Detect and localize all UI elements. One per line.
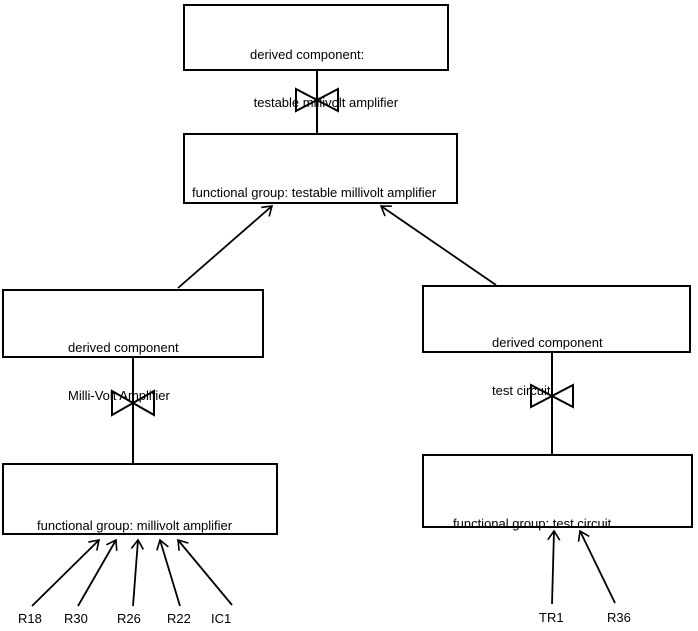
composition-bowtie-icon-top [295,87,339,113]
node-functional-group-testable-millivolt-amplifier: functional group: testable millivolt amp… [183,133,458,204]
component-label-ic1: IC1 [211,611,232,626]
node-label-line: functional group: test circuit [453,516,612,531]
component-label-tr1: TR1 [539,610,564,625]
node-derived-testable-millivolt-amplifier: derived component: testable millivolt am… [183,4,449,110]
component-label-r22: R22 [167,611,191,626]
node-label-line: derived component: [250,47,365,62]
component-label-r18: R18 [18,611,42,626]
arrow-r22-to-left-functional [156,538,181,607]
composition-bowtie-icon-right [530,383,574,409]
arrow-r18-to-left-functional [31,538,101,607]
node-label-line: derived component [68,340,179,355]
arrow-right-derived-to-top-functional [379,205,497,286]
node-label-line: functional group: testable millivolt amp… [192,185,437,200]
arrow-r30-to-left-functional [77,538,118,607]
node-functional-group-test-circuit: functional group: test circuit [422,454,693,531]
node-functional-group-millivolt-amplifier: functional group: millivolt amplifier [2,463,278,535]
node-derived-milli-volt-amplifier: derived component Milli-Volt Amplifier [2,289,264,403]
arrow-tr1-to-right-functional [547,529,561,605]
arrow-r26-to-left-functional [130,538,145,607]
component-label-r26: R26 [117,611,141,626]
node-label-line: derived component [492,335,603,350]
node-label-line: testable millivolt amplifier [250,95,399,110]
node-derived-test-circuit: derived component test circuit [422,285,691,398]
component-label-r36: R36 [607,610,631,625]
node-label-line: test circuit [492,383,551,398]
component-label-r30: R30 [64,611,88,626]
arrow-r36-to-right-functional [577,529,616,604]
node-label-line: functional group: millivolt amplifier [37,518,233,533]
arrow-left-derived-to-top-functional [177,205,274,289]
composition-bowtie-icon-left [111,389,155,417]
arrow-ic1-to-left-functional [177,538,233,606]
node-label-line: Milli-Volt Amplifier [68,388,170,403]
